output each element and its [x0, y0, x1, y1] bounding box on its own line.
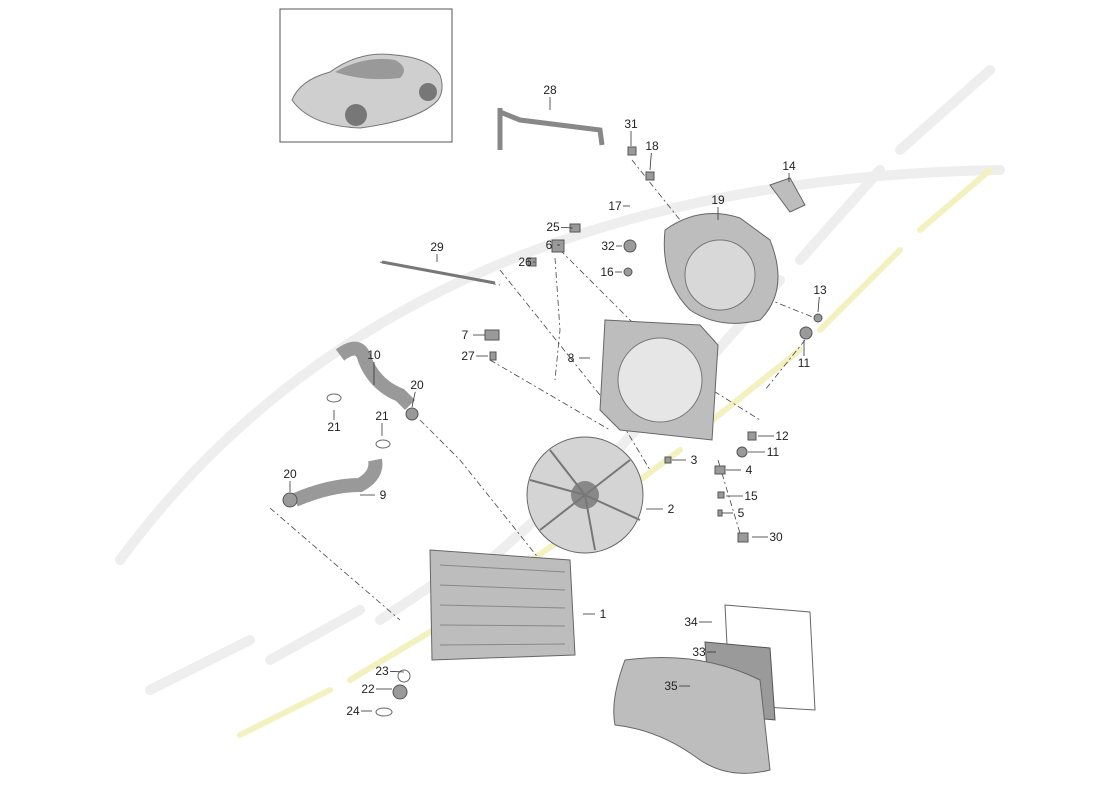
callout-11[interactable]: 11 — [798, 340, 811, 370]
callout-number: 4 — [746, 463, 753, 477]
callout-number: 20 — [283, 467, 297, 481]
callout-number: 26 — [518, 255, 532, 269]
callout-23[interactable]: 23 — [375, 664, 405, 678]
callout-number: 1 — [600, 607, 607, 621]
callout-number: 28 — [543, 83, 557, 97]
leader-line — [560, 226, 574, 229]
callout-number: 6 — [546, 238, 553, 252]
callout-30[interactable]: 30 — [752, 530, 783, 544]
car-thumbnail[interactable] — [279, 8, 453, 143]
callout-number: 18 — [645, 139, 659, 153]
callout-4[interactable]: 4 — [726, 463, 753, 477]
callout-35[interactable]: 35 — [664, 679, 690, 693]
callout-number: 2 — [668, 502, 675, 516]
part-1-radiator — [429, 549, 576, 661]
callout-1[interactable]: 1 — [583, 607, 607, 621]
callout-number: 10 — [367, 348, 381, 362]
callout-number: 13 — [813, 283, 827, 297]
callout-3[interactable]: 3 — [672, 453, 698, 467]
leader-line — [411, 391, 416, 408]
callout-14[interactable]: 14 — [782, 159, 796, 182]
callout-number: 21 — [327, 420, 341, 434]
callout-9[interactable]: 9 — [360, 488, 387, 502]
callout-number: 31 — [624, 117, 638, 131]
callout-20[interactable]: 20 — [410, 378, 424, 408]
callout-20[interactable]: 20 — [283, 467, 297, 492]
callout-32[interactable]: 32 — [601, 239, 622, 253]
callout-number: 25 — [546, 220, 560, 234]
callout-11[interactable]: 11 — [748, 445, 780, 459]
callout-19[interactable]: 19 — [711, 193, 725, 220]
callout-25[interactable]: 25 — [546, 220, 574, 234]
callout-21[interactable]: 21 — [375, 409, 389, 436]
callout-number: 29 — [430, 240, 444, 254]
part-20-clamp — [282, 492, 298, 508]
callout-6[interactable]: 6 — [546, 238, 560, 252]
callout-number: 23 — [375, 664, 389, 678]
callout-number: 16 — [600, 265, 614, 279]
callout-27[interactable]: 27 — [461, 349, 488, 363]
callout-number: 14 — [782, 159, 796, 173]
callout-number: 17 — [608, 199, 622, 213]
part-20-clamp — [405, 407, 419, 421]
callout-31[interactable]: 31 — [624, 117, 638, 146]
callout-12[interactable]: 12 — [758, 429, 789, 443]
part-28-pipe — [497, 108, 605, 150]
callout-5[interactable]: 5 — [722, 506, 745, 520]
part-34-33-35-air-guide — [613, 604, 816, 774]
callout-number: 30 — [769, 530, 783, 544]
callout-number: 20 — [410, 378, 424, 392]
callout-number: 33 — [692, 645, 706, 659]
callout-number: 34 — [684, 615, 698, 629]
callout-22[interactable]: 22 — [361, 682, 392, 696]
callout-number: 3 — [691, 453, 698, 467]
callout-16[interactable]: 16 — [600, 265, 622, 279]
callout-15[interactable]: 15 — [726, 489, 758, 503]
callout-17[interactable]: 17 — [608, 199, 630, 213]
callout-10[interactable]: 10 — [367, 348, 381, 385]
leader-line — [817, 296, 820, 313]
callout-21[interactable]: 21 — [327, 410, 341, 434]
callout-number: 15 — [744, 489, 758, 503]
callout-29[interactable]: 29 — [430, 240, 444, 262]
callout-number: 24 — [346, 704, 360, 718]
part-14-bracket — [769, 177, 806, 213]
callout-8[interactable]: 8 — [568, 351, 590, 365]
callout-number: 12 — [775, 429, 789, 443]
callout-number: 7 — [462, 328, 469, 342]
callout-number: 21 — [375, 409, 389, 423]
part-29-rod — [381, 260, 496, 285]
callout-number: 27 — [461, 349, 475, 363]
part-10-hose — [335, 341, 415, 410]
callout-number: 35 — [664, 679, 678, 693]
callout-33[interactable]: 33 — [692, 645, 716, 659]
callout-13[interactable]: 13 — [813, 283, 827, 313]
callout-number: 11 — [767, 445, 780, 459]
callout-number: 11 — [798, 356, 811, 370]
callout-number: 5 — [738, 506, 745, 520]
leader-line — [389, 670, 405, 673]
callout-24[interactable]: 24 — [346, 704, 372, 718]
callout-26[interactable]: 26 — [518, 255, 535, 269]
callout-2[interactable]: 2 — [646, 502, 675, 516]
callout-number: 32 — [601, 239, 615, 253]
callout-number: 19 — [711, 193, 725, 207]
part-9-hose — [292, 458, 383, 507]
leader-line — [649, 152, 652, 171]
callout-number: 9 — [380, 488, 387, 502]
callout-28[interactable]: 28 — [543, 83, 557, 110]
callout-34[interactable]: 34 — [684, 615, 712, 629]
callout-18[interactable]: 18 — [645, 139, 659, 171]
callout-number: 22 — [361, 682, 375, 696]
parts — [282, 108, 823, 774]
callout-number: 8 — [568, 351, 575, 365]
callout-7[interactable]: 7 — [462, 328, 485, 342]
part-2-fan — [526, 436, 644, 554]
